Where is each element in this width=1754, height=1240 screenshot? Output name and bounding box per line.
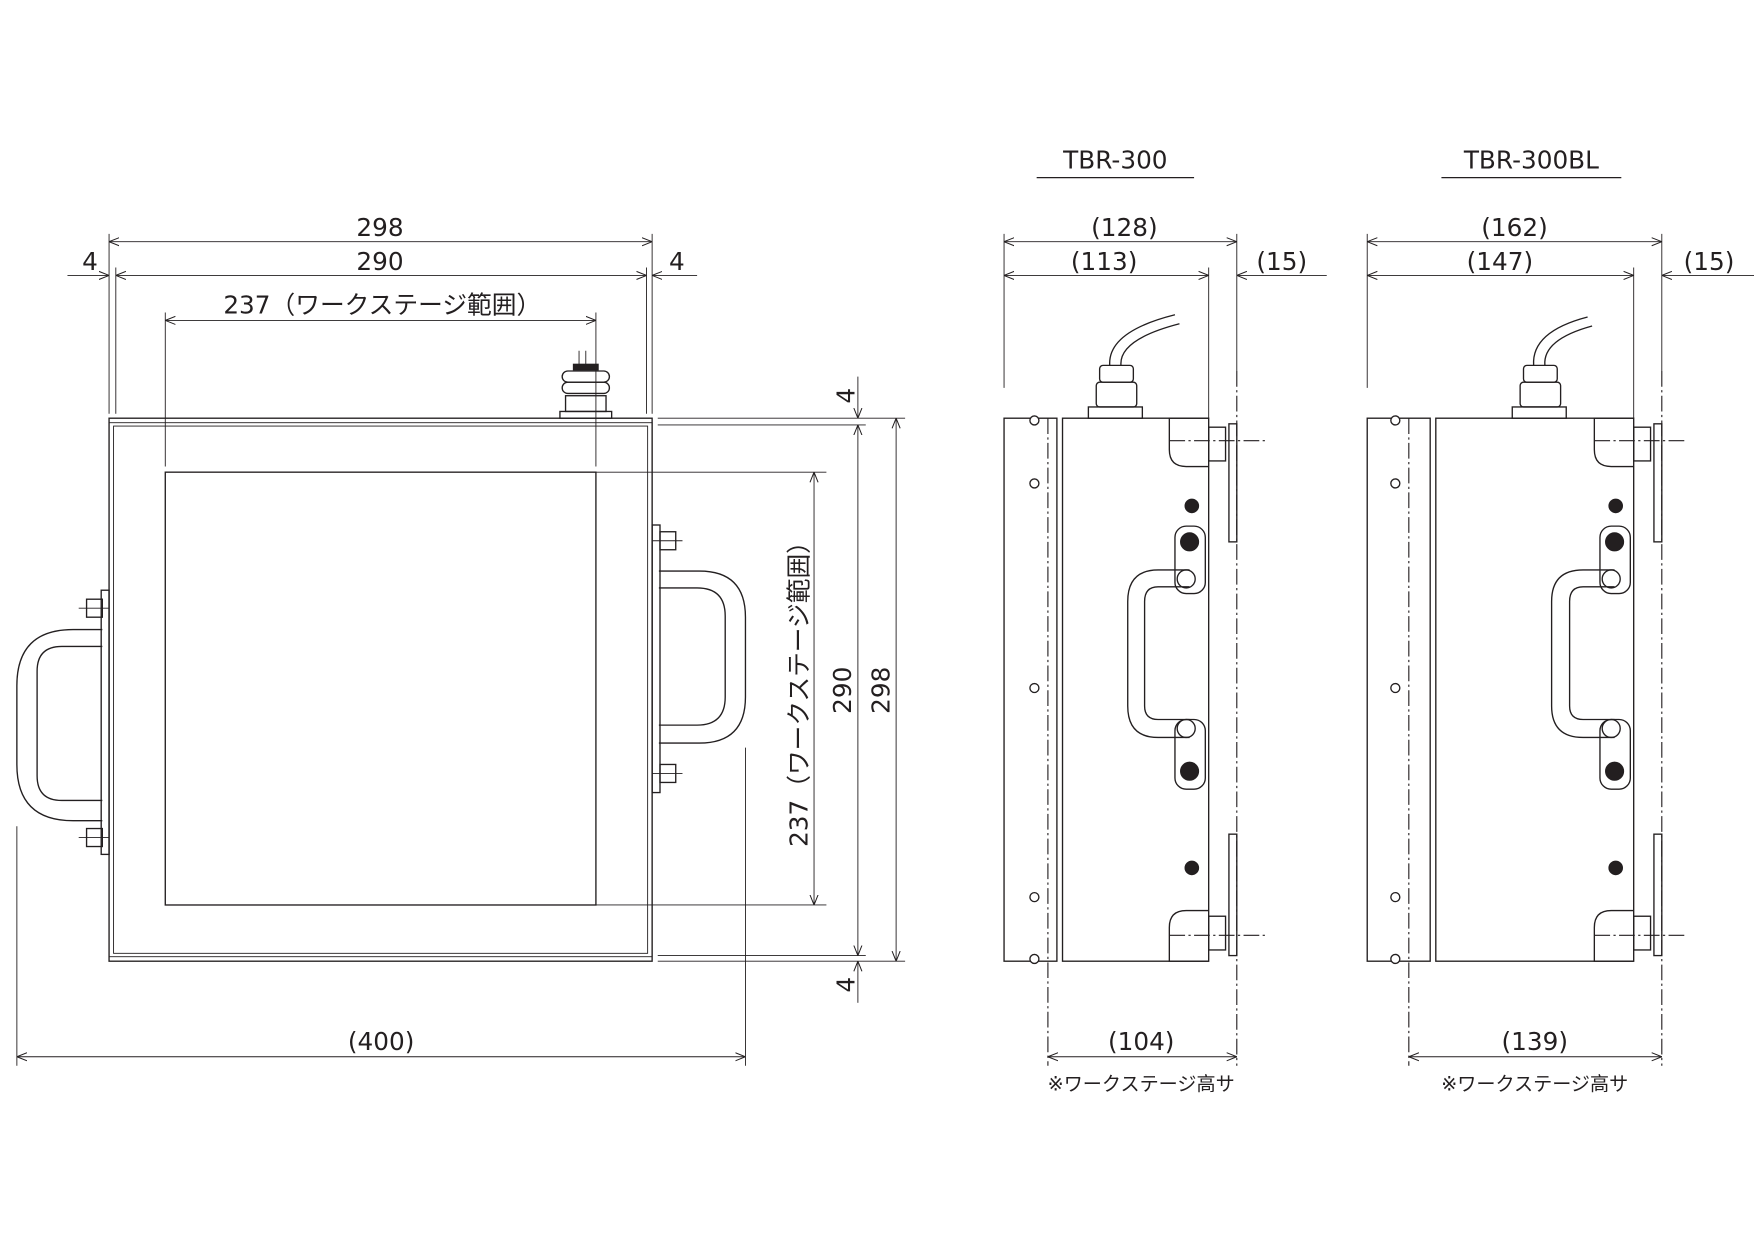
dim-label-top-4: 4 xyxy=(832,388,861,404)
dim-label-290: 290 xyxy=(356,247,403,276)
dim-label-298-vertical: 298 xyxy=(866,667,895,714)
model-title: TBR-300 xyxy=(1062,146,1167,175)
dim-label-body-depth: (113) xyxy=(1071,247,1137,276)
dim-label-290-vertical: 290 xyxy=(828,667,857,714)
dim-label-left-4: 4 xyxy=(82,247,98,276)
dim-label-foot: (15) xyxy=(1256,247,1307,276)
side-view-tbr-300: TBR-300 (128) (113) (15) xyxy=(1003,146,1327,1095)
dim-label-237-vertical: 237（ワークステージ範囲） xyxy=(784,529,813,847)
dim-label-bottom-4: 4 xyxy=(832,977,861,993)
dim-label-stage-height: (139) xyxy=(1502,1027,1568,1056)
side-view-tbr-300bl: TBR-300BL (162) (147) (15) (1 xyxy=(1366,146,1754,1095)
dim-label-298: 298 xyxy=(356,213,403,242)
dim-label-stage-height: (104) xyxy=(1108,1027,1174,1056)
note-work-stage-height: ※ワークステージ高サ xyxy=(1048,1072,1235,1095)
work-stage-area xyxy=(164,471,597,906)
dim-label-400: (400) xyxy=(348,1027,414,1056)
dim-label-foot: (15) xyxy=(1684,247,1735,276)
cable-connector xyxy=(559,350,613,419)
note-work-stage-height: ※ワークステージ高サ xyxy=(1441,1072,1628,1095)
dim-label-total-depth: (128) xyxy=(1091,213,1157,242)
dim-label-body-depth: (147) xyxy=(1467,247,1533,276)
front-view: 298 290 4 4 237（ワークステージ範囲） xyxy=(16,213,906,1066)
dim-label-237: 237（ワークステージ範囲） xyxy=(223,291,541,320)
right-handle xyxy=(651,524,747,794)
left-handle xyxy=(16,589,110,856)
dim-label-total-depth: (162) xyxy=(1481,213,1547,242)
front-housing xyxy=(108,417,653,962)
model-title: TBR-300BL xyxy=(1463,146,1599,175)
dim-label-right-4: 4 xyxy=(669,247,685,276)
